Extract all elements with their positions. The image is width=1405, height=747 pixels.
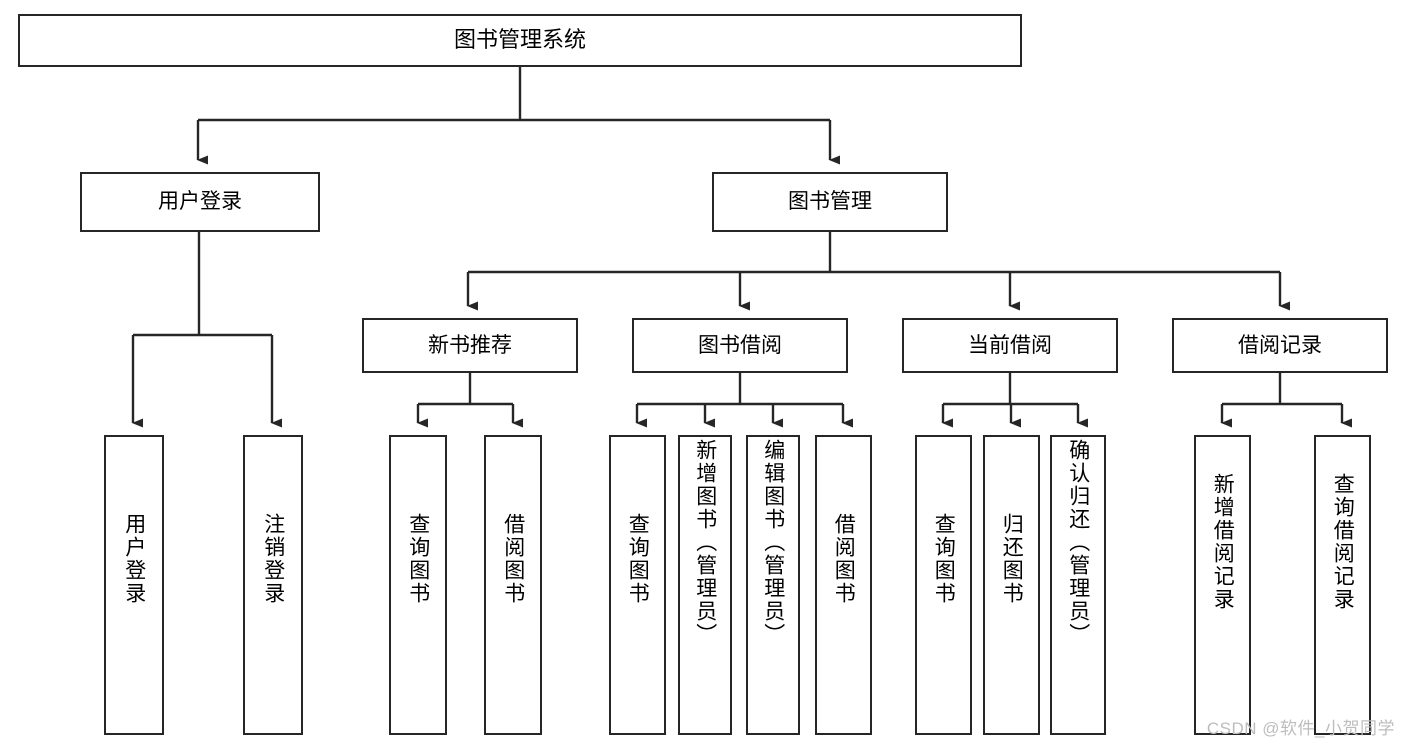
node-leaf-add-record-label: 新增借阅记录 [1211,473,1235,611]
node-user-login-label: 用户登录 [158,190,242,214]
node-leaf-return-book[interactable]: 归还图书 [983,435,1040,735]
node-leaf-edit-book[interactable]: 编辑图书（管理员） [746,435,800,735]
node-leaf-borrow-book-2[interactable]: 借阅图书 [815,435,872,735]
node-book-borrow[interactable]: 图书借阅 [632,318,848,373]
node-leaf-borrow-book-1-label: 借阅图书 [501,513,525,605]
node-leaf-logout-login-label: 注销登录 [261,513,285,605]
node-leaf-confirm-return[interactable]: 确认归还（管理员） [1050,435,1106,735]
node-leaf-query-record[interactable]: 查询借阅记录 [1314,435,1371,735]
node-book-manage[interactable]: 图书管理 [712,172,948,232]
node-leaf-confirm-return-label: 确认归还（管理员） [1066,439,1090,646]
node-leaf-query-book-2[interactable]: 查询图书 [609,435,666,735]
node-leaf-query-book-3-label: 查询图书 [932,513,956,605]
node-leaf-user-login[interactable]: 用户登录 [104,435,164,735]
node-leaf-edit-book-label: 编辑图书（管理员） [761,439,785,646]
node-root-label: 图书管理系统 [453,27,586,53]
node-leaf-user-login-label: 用户登录 [122,513,146,605]
node-new-book-recommend-label: 新书推荐 [428,333,512,357]
node-user-login[interactable]: 用户登录 [80,172,320,232]
node-leaf-query-book-1-label: 查询图书 [406,513,430,605]
node-leaf-borrow-book-1[interactable]: 借阅图书 [484,435,542,735]
node-leaf-query-record-label: 查询借阅记录 [1331,473,1355,611]
node-leaf-add-book[interactable]: 新增图书（管理员） [678,435,732,735]
node-borrow-record[interactable]: 借阅记录 [1172,318,1388,373]
node-new-book-recommend[interactable]: 新书推荐 [362,318,578,373]
watermark-text: CSDN @软件_小贺同学 [1206,719,1395,738]
node-leaf-add-book-label: 新增图书（管理员） [693,439,717,646]
node-book-borrow-label: 图书借阅 [698,333,782,357]
node-leaf-borrow-book-2-label: 借阅图书 [832,513,856,605]
node-current-borrow[interactable]: 当前借阅 [902,318,1118,373]
node-leaf-query-book-3[interactable]: 查询图书 [915,435,972,735]
node-leaf-query-book-1[interactable]: 查询图书 [389,435,447,735]
node-leaf-query-book-2-label: 查询图书 [626,513,650,605]
node-current-borrow-label: 当前借阅 [968,333,1052,357]
node-leaf-logout-login[interactable]: 注销登录 [243,435,303,735]
node-leaf-add-record[interactable]: 新增借阅记录 [1194,435,1251,735]
node-root[interactable]: 图书管理系统 [18,14,1022,67]
node-leaf-return-book-label: 归还图书 [1000,513,1024,605]
node-borrow-record-label: 借阅记录 [1238,333,1322,357]
node-book-manage-label: 图书管理 [788,190,872,214]
